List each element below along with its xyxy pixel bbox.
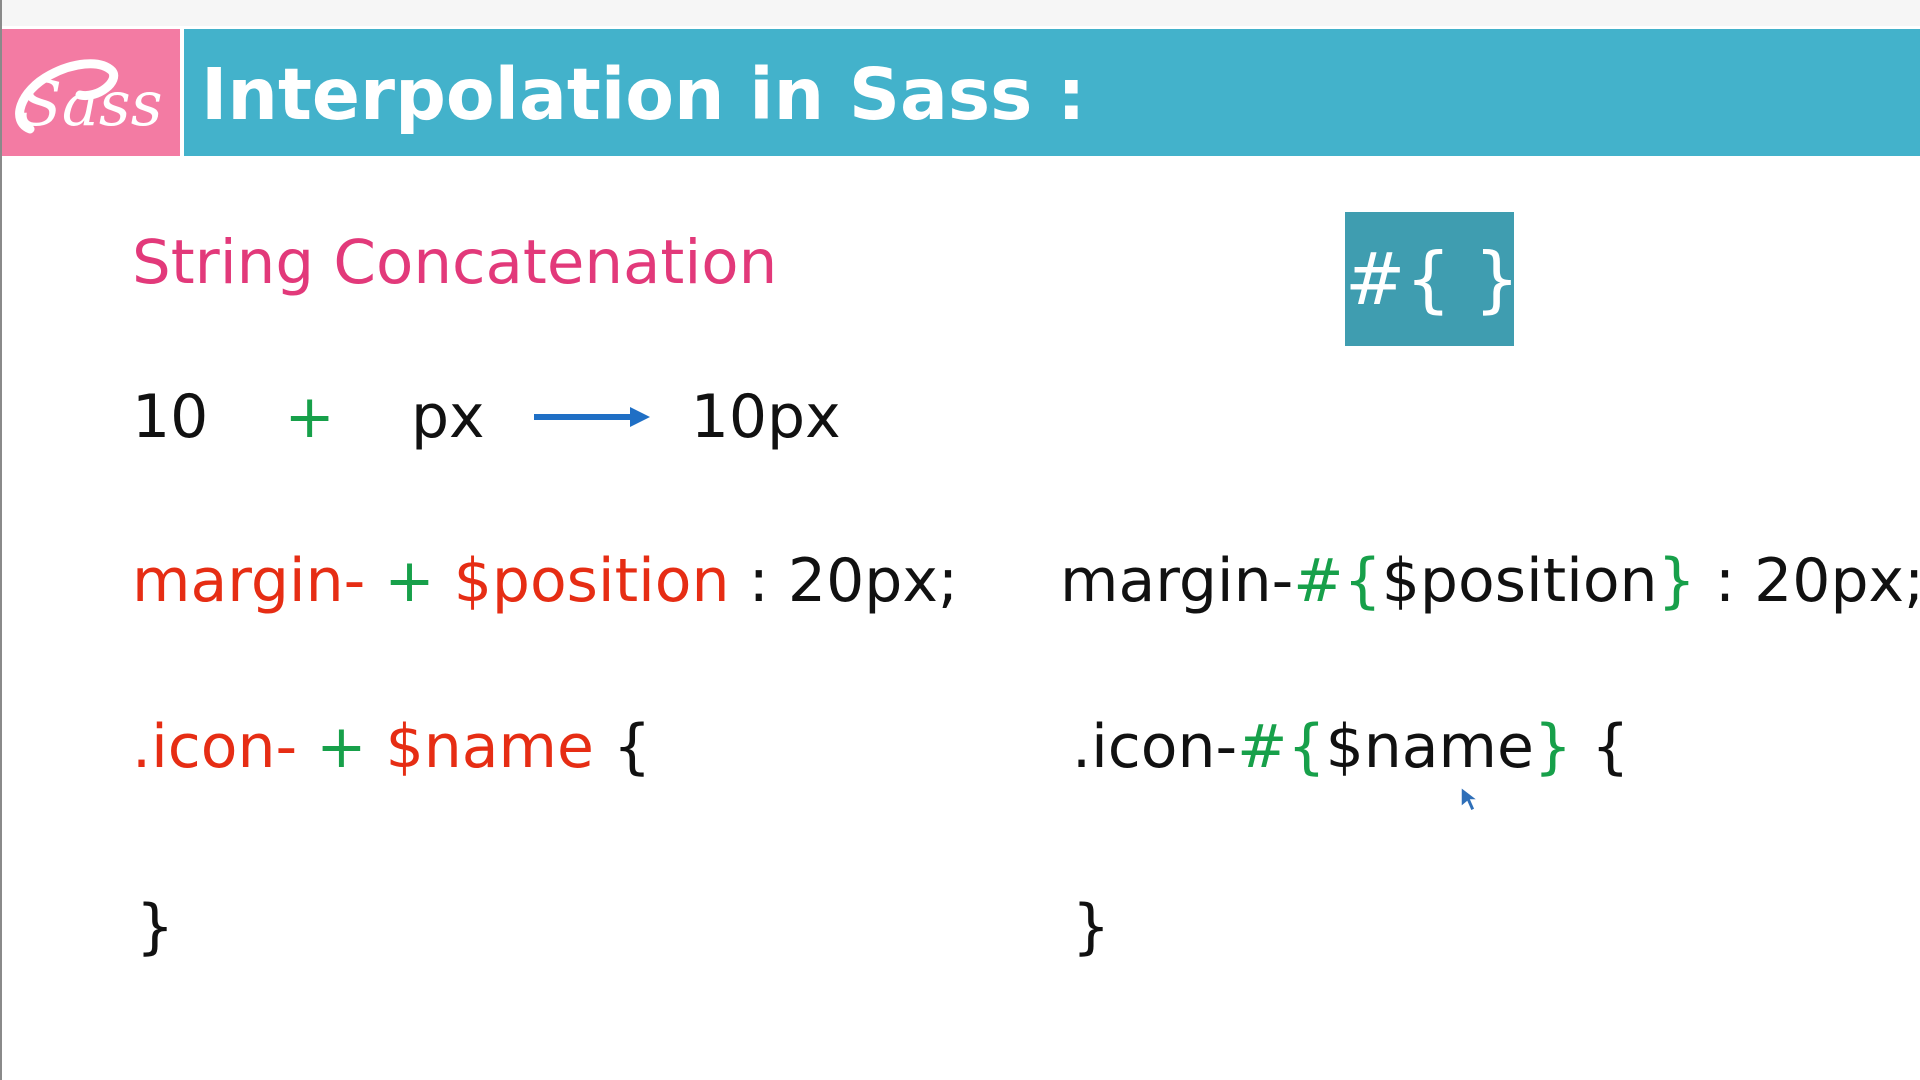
interp-icon-line: .icon-#{$name} { bbox=[1072, 707, 1629, 787]
slide-title: Interpolation in Sass : bbox=[201, 53, 1086, 136]
left-edge-line bbox=[0, 0, 2, 1080]
variable-token: $name bbox=[385, 712, 594, 782]
hash-open-token: #{ bbox=[1293, 546, 1382, 616]
variable-token: $name bbox=[1325, 712, 1534, 782]
value-token: : 20px; bbox=[1714, 546, 1920, 616]
hash-open-token: #{ bbox=[1237, 712, 1326, 782]
header-bar bbox=[184, 29, 1920, 156]
right-arrow-icon bbox=[532, 377, 652, 457]
sass-logo: Sass bbox=[2, 29, 180, 156]
interp-brace-close: } bbox=[1072, 892, 1111, 962]
brace-open-token: { bbox=[612, 712, 652, 782]
number-token: 10 bbox=[132, 382, 209, 452]
interpolation-badge: #{ } bbox=[1345, 212, 1520, 346]
section-heading: String Concatenation bbox=[132, 227, 778, 298]
plus-token: + bbox=[284, 382, 335, 452]
concat-brace-close: } bbox=[136, 892, 175, 962]
concat-example-row: 10 + px 10px bbox=[132, 377, 841, 457]
icon-prefix: .icon- bbox=[1072, 712, 1238, 782]
variable-token: $position bbox=[453, 546, 730, 616]
value-token: : 20px; bbox=[748, 546, 959, 616]
sass-logo-icon: Sass bbox=[15, 59, 163, 140]
brace-close-token: } bbox=[1657, 546, 1696, 616]
unit-token: px bbox=[410, 382, 485, 452]
brace-close-token: } bbox=[1533, 712, 1573, 782]
variable-token: $position bbox=[1381, 546, 1658, 616]
mouse-pointer-icon bbox=[1459, 785, 1481, 817]
interp-margin-line: margin-#{$position} : 20px; bbox=[1060, 541, 1920, 621]
margin-prefix: margin- bbox=[1060, 546, 1294, 616]
concat-margin-line: margin- + $position : 20px; bbox=[132, 541, 958, 621]
concat-icon-line: .icon- + $name { bbox=[132, 707, 651, 787]
logo-wordmark: Sass bbox=[19, 67, 162, 140]
plus-token: + bbox=[316, 712, 367, 782]
result-token: 10px bbox=[690, 382, 841, 452]
plus-token: + bbox=[384, 546, 435, 616]
icon-prefix: .icon- bbox=[132, 712, 298, 782]
top-strip bbox=[0, 0, 1920, 26]
brace-open-token: { bbox=[1591, 712, 1630, 782]
margin-prefix: margin- bbox=[132, 546, 366, 616]
